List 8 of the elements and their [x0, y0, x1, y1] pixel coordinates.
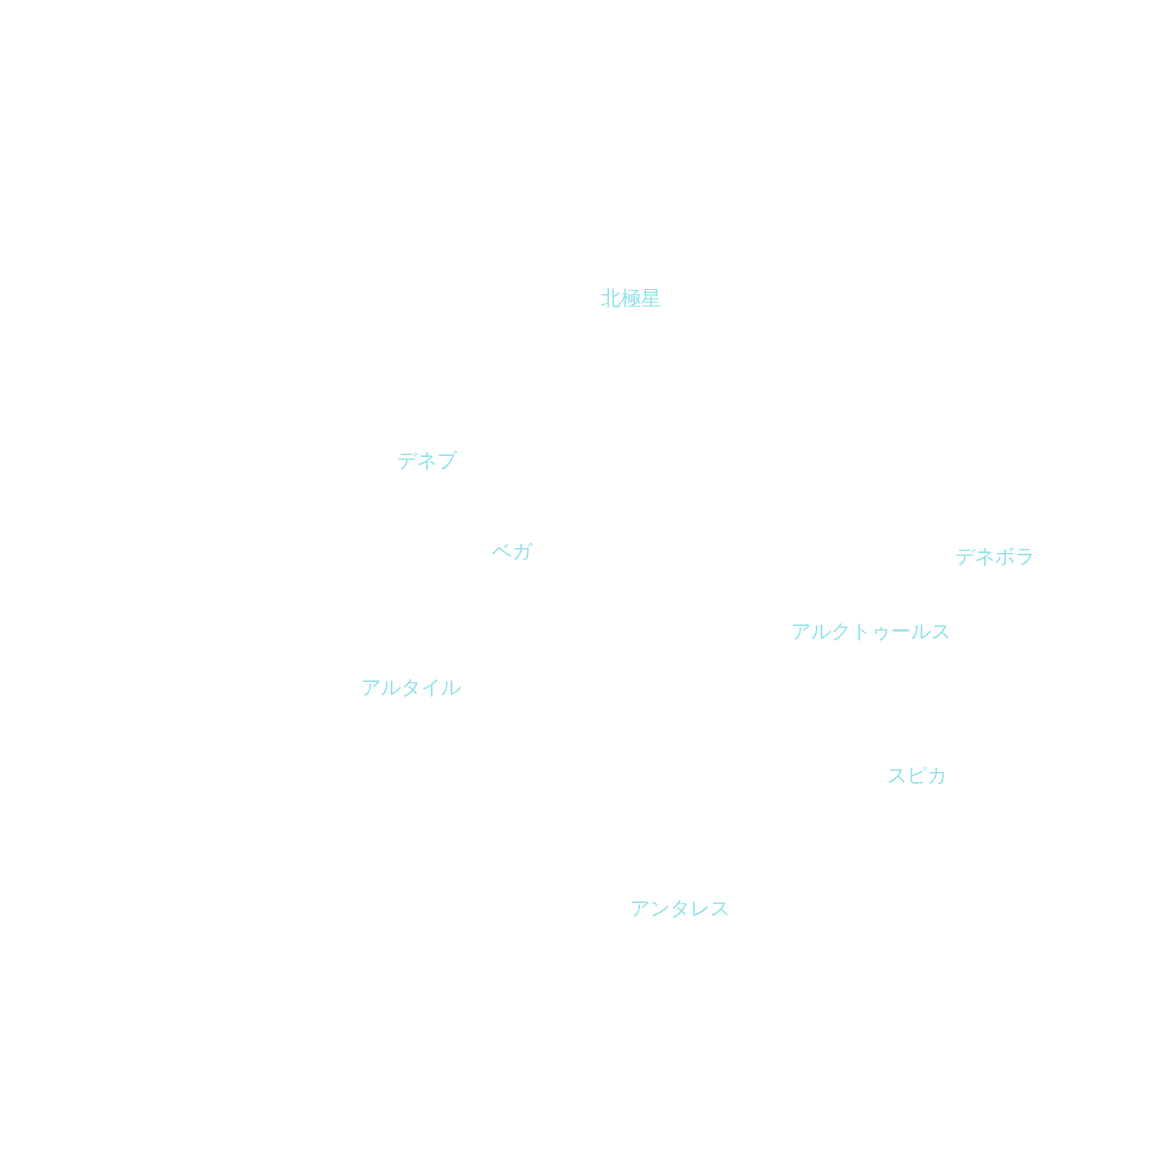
- star-label: デネブ: [397, 450, 457, 470]
- star-label: デネボラ: [955, 546, 1035, 566]
- star-label: アルクトゥールス: [791, 621, 951, 641]
- star-label: 北極星: [601, 288, 661, 308]
- star-label: ベガ: [492, 541, 532, 561]
- star-label: アルタイル: [361, 677, 461, 697]
- star-label: アンタレス: [630, 898, 730, 918]
- star-label: スピカ: [887, 765, 947, 785]
